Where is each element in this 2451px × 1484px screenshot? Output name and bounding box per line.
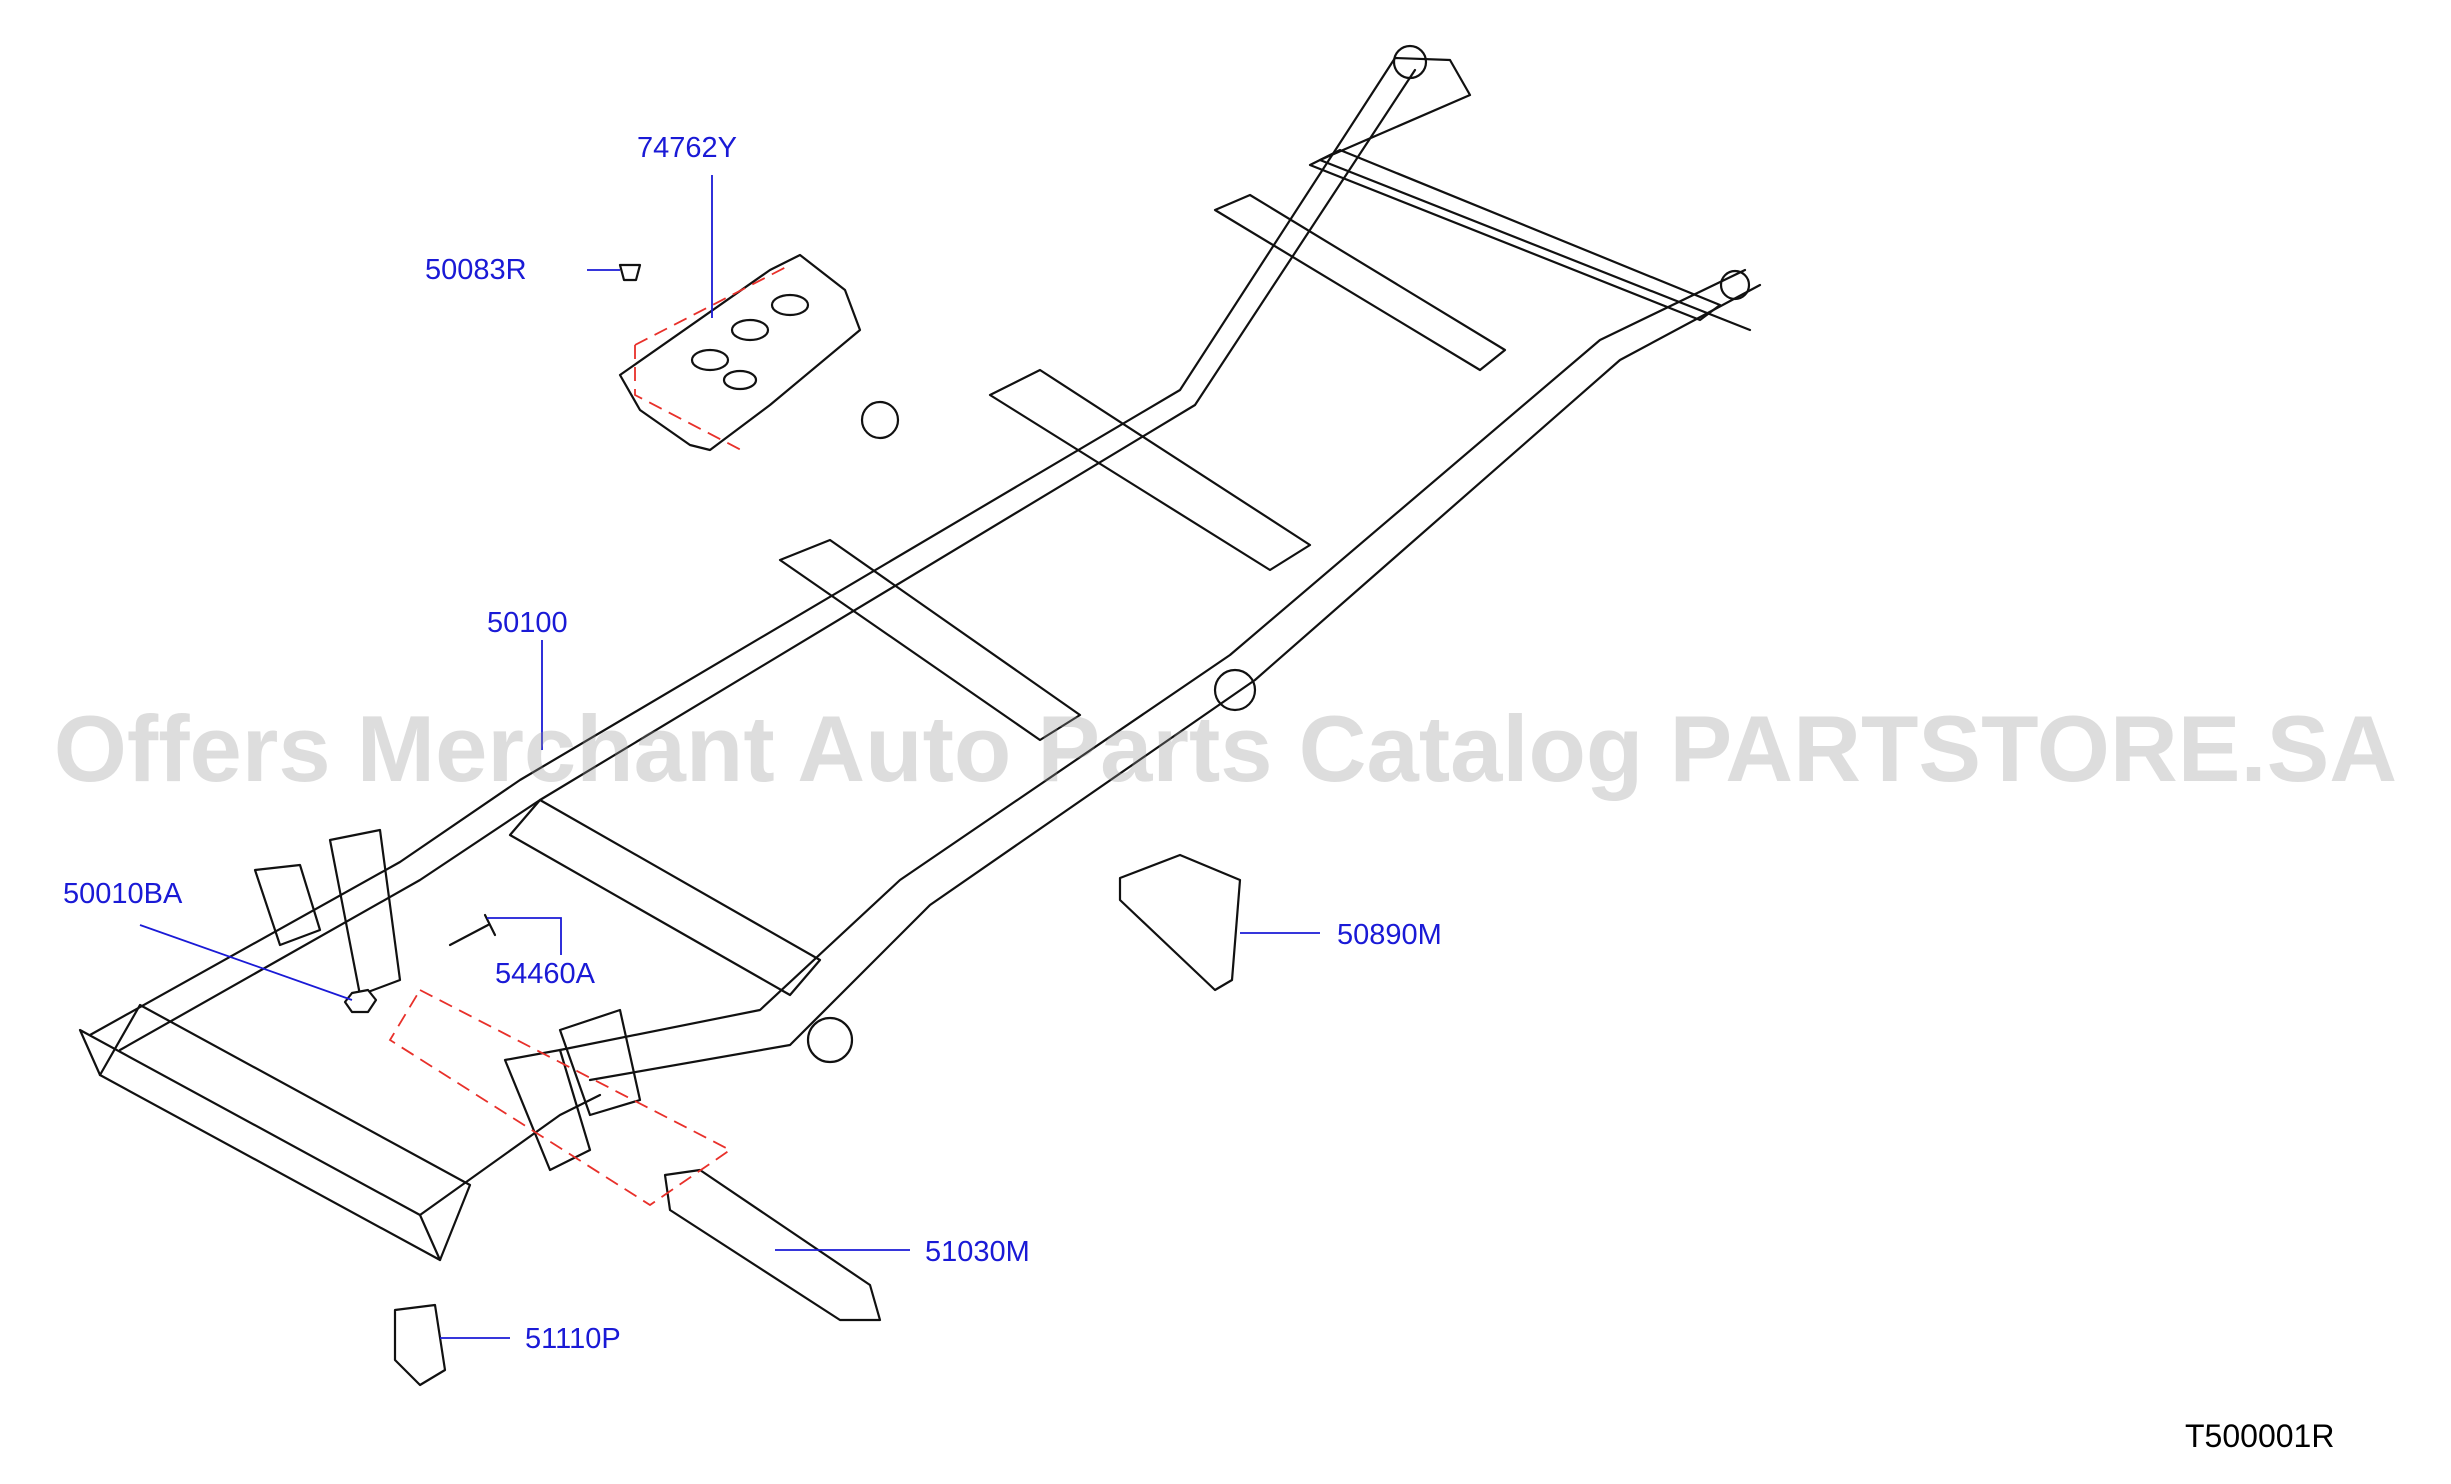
label-74762y[interactable]: 74762Y [637,132,737,164]
clip-shape [618,263,642,282]
bolt-shape [448,913,497,947]
label-50083r[interactable]: 50083R [425,254,527,286]
heat-insulator-shape [618,253,862,452]
watermark-text: Offers Merchant Auto Parts Catalog PARTS… [53,696,2398,801]
diagram-code: T500001R [2185,1418,2335,1454]
insulator-guide-dashed [634,264,791,453]
label-51030m[interactable]: 51030M [925,1236,1030,1268]
crossmember-guide-dashed [388,988,732,1207]
nut-shape [343,988,378,1014]
label-51110p[interactable]: 51110P [525,1323,621,1355]
label-50010ba[interactable]: 50010BA [63,878,183,910]
crossmember-51030m-shape [663,1168,882,1322]
bracket-51110p-shape [393,1303,447,1387]
label-50100[interactable]: 50100 [487,607,568,639]
ladder-frame [78,44,1762,1262]
label-50890m[interactable]: 50890M [1337,919,1442,951]
leader-lines [139,175,1320,1339]
bracket-50890m-shape [1118,853,1242,992]
label-54460a[interactable]: 54460A [495,958,595,990]
